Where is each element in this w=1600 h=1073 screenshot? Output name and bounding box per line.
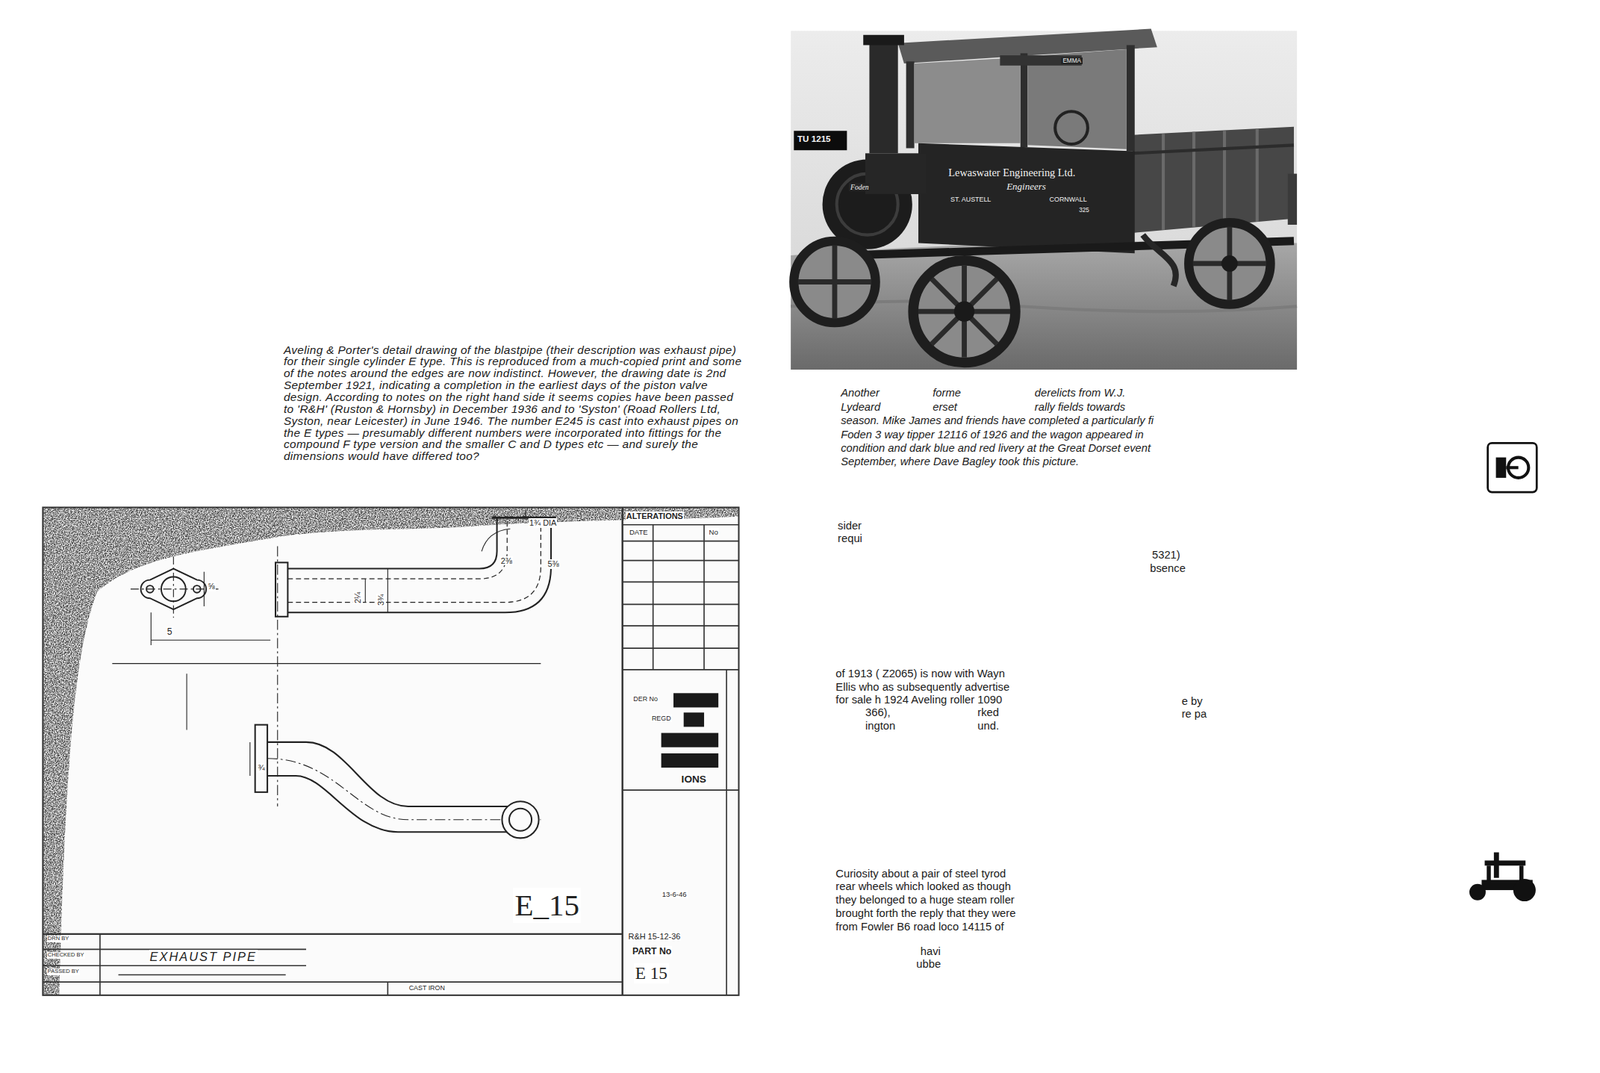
drawing-note: REGD — [651, 714, 672, 722]
text-line: brought forth the reply that they were — [835, 907, 1016, 920]
section-symbol — [1488, 442, 1538, 493]
dimension: ⅝ — [206, 581, 216, 592]
title-block-field: CHECKED BY — [47, 951, 86, 959]
photo — [790, 29, 1297, 370]
title-block-field: PASSED BY — [47, 968, 80, 976]
signwriting: 325 — [1077, 206, 1091, 214]
caption-fragment: Another — [840, 386, 880, 400]
dimension: 1¾ DIA — [528, 518, 557, 528]
drawing-number: E_15 — [512, 887, 581, 923]
table-heading: ALTERATIONS — [625, 511, 684, 522]
maker-badge: Foden — [848, 182, 870, 192]
table-heading: No — [707, 527, 719, 537]
drawing-note: DER No — [632, 695, 659, 703]
steam-roller-icon — [1469, 851, 1536, 902]
caption-line: September, where Dave Bagley took this p… — [840, 455, 1079, 469]
text-line: Curiosity about a pair of steel tyrod — [835, 867, 1006, 881]
engineering-drawing — [42, 507, 739, 996]
text-fragment: of 1913 ( Z2065) is now with Wayn — [835, 667, 1005, 681]
text-fragment: bsence — [1149, 562, 1186, 575]
text-fragment: for sale h 1924 Aveling roller 1090 — [835, 693, 1002, 707]
caption-fragment: rally fields towards — [1034, 400, 1126, 414]
text-fragment: havi — [920, 945, 941, 958]
caption-fragment: erset — [932, 400, 958, 414]
title-block-field: PART No — [631, 945, 672, 957]
nameboard: EMMA — [1060, 57, 1083, 65]
figure-caption: Aveling & Porter's detail drawing of the… — [283, 344, 743, 463]
text-fragment: re pa — [1181, 707, 1208, 721]
text-fragment: 5321) — [1152, 548, 1181, 562]
text-line: they belonged to a huge steam roller — [835, 893, 1014, 907]
caption-fragment: forme — [932, 386, 961, 400]
drawing-note: IONS — [680, 773, 708, 786]
part-number: E 15 — [633, 963, 669, 984]
caption-line: season. Mike James and friends have comp… — [840, 414, 1154, 428]
drawing-note: 13-6-46 — [661, 889, 688, 899]
caption-line: condition and dark blue and red livery a… — [840, 441, 1151, 455]
text-line: rear wheels which looked as though — [835, 880, 1011, 893]
signwriting: CORNWALL — [1048, 195, 1089, 204]
signwriting: Lewaswater Engineering Ltd. — [946, 166, 1077, 179]
text-fragment: ubbe — [916, 957, 941, 971]
text-line: from Fowler B6 road loco 14115 of — [835, 920, 1004, 934]
caption-fragment: Lydeard — [840, 400, 881, 414]
text-fragment: rked — [977, 706, 999, 719]
text-fragment: Ellis who as subsequently advertise — [835, 680, 1010, 694]
dimension: 3¾ — [376, 593, 387, 607]
part-name: EXHAUST PIPE — [149, 949, 258, 964]
text-fragment: requi — [837, 532, 863, 546]
text-fragment: und. — [977, 719, 999, 733]
text-fragment: e by — [1181, 695, 1203, 708]
caption-fragment: derelicts from W.J. — [1034, 386, 1126, 400]
dimension: 2¼ — [353, 591, 363, 605]
signwriting: Engineers — [1004, 181, 1048, 193]
drawing-note: R&H 15-12-36 — [627, 931, 682, 942]
number-plate: TU 1215 — [795, 133, 833, 144]
title-block-field: DRN BY — [47, 935, 70, 943]
dimension: ¾ — [256, 763, 266, 773]
text-fragment: ington — [865, 719, 896, 733]
text-fragment: 366), — [865, 706, 891, 719]
caption-line: Foden 3 way tipper 12116 of 1926 and the… — [840, 428, 1144, 442]
material-note: CAST IRON — [408, 984, 446, 992]
dimension: 2⅜ — [500, 556, 513, 566]
dimension: 5 — [166, 626, 174, 637]
dimension: 5⅜ — [547, 559, 560, 569]
table-heading: DATE — [628, 527, 649, 537]
signwriting: ST. AUSTELL — [948, 195, 993, 204]
text-fragment: sider — [837, 519, 862, 533]
